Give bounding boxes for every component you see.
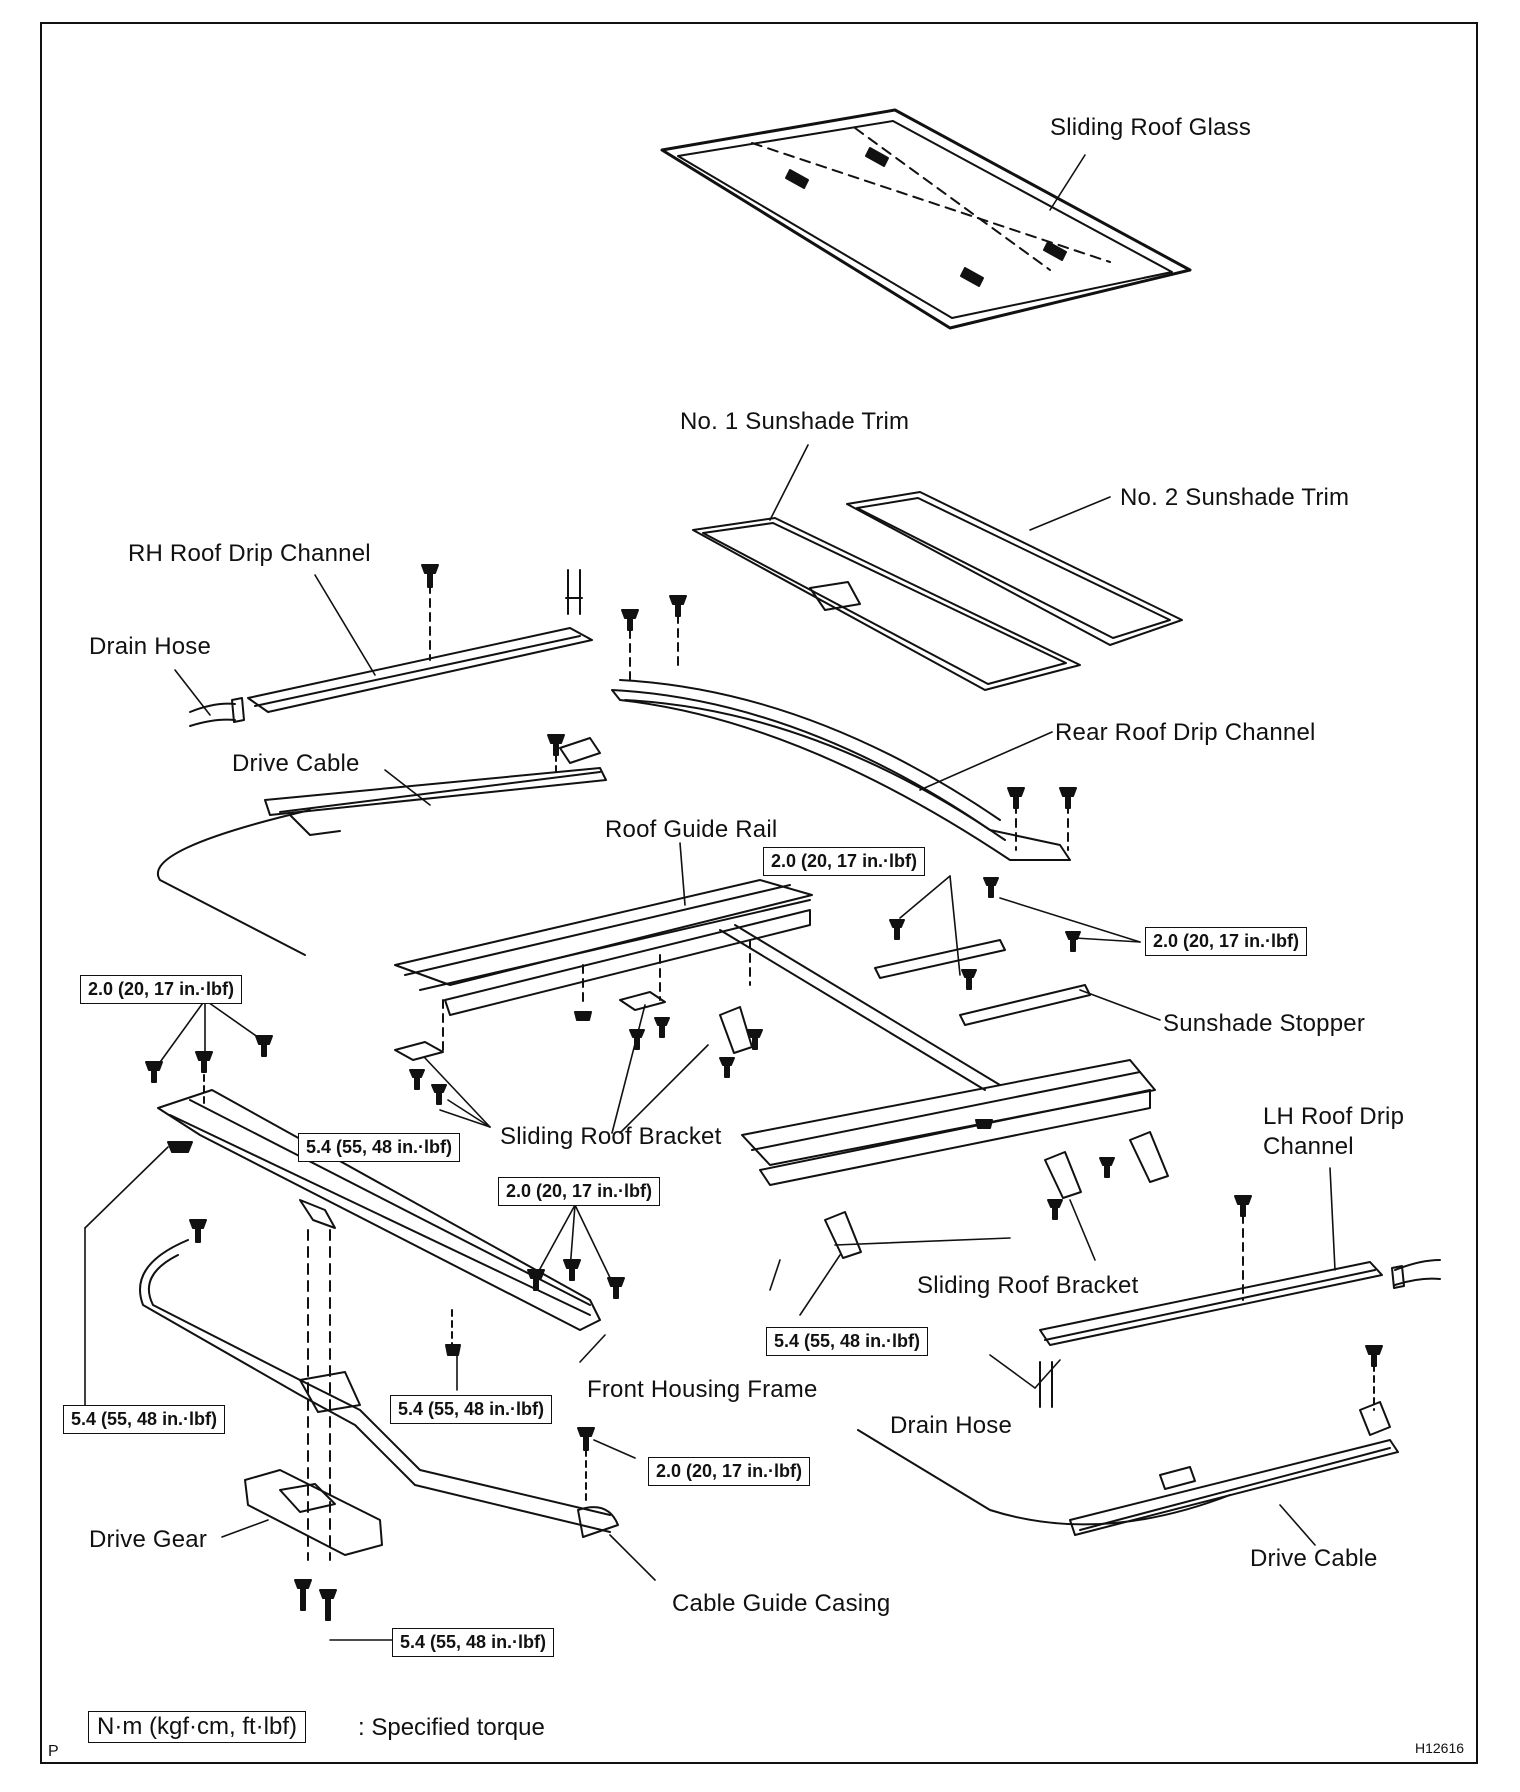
sunshade-trims-part bbox=[692, 491, 1183, 691]
label-roof-guide-rail: Roof Guide Rail bbox=[605, 816, 778, 843]
rh-roof-drip-channel-part bbox=[189, 564, 593, 727]
torque-box-1: 2.0 (20, 17 in.·lbf) bbox=[763, 847, 926, 876]
label-lh-roof-drip-channel-line2: Channel bbox=[1263, 1133, 1354, 1160]
drive-cable-left-part bbox=[157, 734, 607, 956]
label-cable-guide-casing: Cable Guide Casing bbox=[672, 1590, 891, 1617]
torque-box-9: 2.0 (20, 17 in.·lbf) bbox=[648, 1457, 811, 1486]
torque-box-2: 2.0 (20, 17 in.·lbf) bbox=[1145, 927, 1308, 956]
label-sunshade-stopper: Sunshade Stopper bbox=[1163, 1010, 1366, 1037]
label-drain-hose-right: Drain Hose bbox=[890, 1412, 1013, 1439]
torque-box-4: 5.4 (55, 48 in.·lbf) bbox=[298, 1133, 461, 1162]
label-drive-gear: Drive Gear bbox=[89, 1526, 208, 1553]
cable-guide-casing-part bbox=[139, 1219, 619, 1561]
roof-guide-rail-part bbox=[394, 879, 1156, 1186]
corner-mark: P bbox=[48, 1743, 59, 1760]
label-rh-roof-drip-channel: RH Roof Drip Channel bbox=[128, 540, 371, 567]
label-no2-sunshade-trim: No. 2 Sunshade Trim bbox=[1120, 484, 1350, 511]
label-no1-sunshade-trim: No. 1 Sunshade Trim bbox=[680, 408, 910, 435]
torque-box-6: 5.4 (55, 48 in.·lbf) bbox=[766, 1327, 929, 1356]
rear-roof-drip-channel-part bbox=[611, 595, 1077, 861]
label-rear-roof-drip-channel: Rear Roof Drip Channel bbox=[1055, 719, 1316, 746]
leader-lines bbox=[84, 154, 1336, 1641]
label-sliding-roof-bracket-left: Sliding Roof Bracket bbox=[500, 1123, 722, 1150]
front-housing-frame-part bbox=[145, 1035, 625, 1356]
drive-cable-right-part bbox=[857, 1345, 1399, 1536]
label-sliding-roof-glass: Sliding Roof Glass bbox=[1050, 114, 1252, 141]
legend-unit-box: N·m (kgf·cm, ft·lbf) bbox=[88, 1711, 306, 1744]
lh-roof-drip-channel-part bbox=[1039, 1195, 1441, 1408]
figure-code: H12616 bbox=[1415, 1740, 1465, 1756]
torque-box-10: 5.4 (55, 48 in.·lbf) bbox=[392, 1628, 555, 1657]
legend-description: : Specified torque bbox=[358, 1714, 545, 1741]
torque-box-7: 5.4 (55, 48 in.·lbf) bbox=[63, 1405, 226, 1434]
torque-box-8: 5.4 (55, 48 in.·lbf) bbox=[390, 1395, 553, 1424]
sunshade-stopper-part bbox=[874, 877, 1091, 1026]
label-front-housing-frame: Front Housing Frame bbox=[587, 1376, 818, 1403]
label-drive-cable-left: Drive Cable bbox=[232, 750, 360, 777]
label-drain-hose-left: Drain Hose bbox=[89, 633, 212, 660]
label-lh-roof-drip-channel-line1: LH Roof Drip bbox=[1263, 1103, 1405, 1130]
drive-gear-part bbox=[244, 1469, 383, 1621]
torque-box-3: 2.0 (20, 17 in.·lbf) bbox=[80, 975, 243, 1004]
diagram-frame bbox=[40, 22, 1478, 1764]
label-sliding-roof-bracket-right: Sliding Roof Bracket bbox=[917, 1272, 1139, 1299]
sliding-roof-glass-part bbox=[660, 108, 1192, 330]
label-drive-cable-right: Drive Cable bbox=[1250, 1545, 1378, 1572]
torque-box-5: 2.0 (20, 17 in.·lbf) bbox=[498, 1177, 661, 1206]
